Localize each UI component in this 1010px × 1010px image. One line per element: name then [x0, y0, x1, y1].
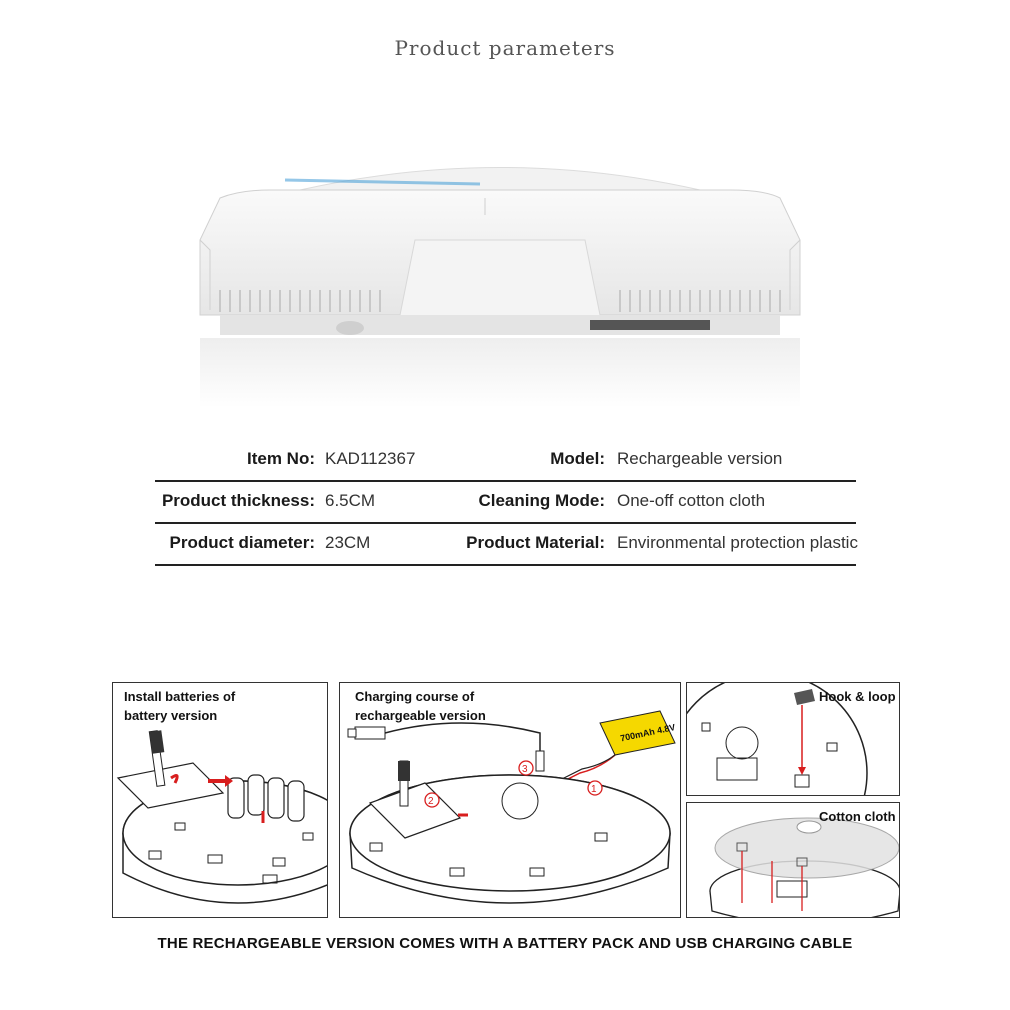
charging-caption-line2: rechargeable version	[355, 708, 486, 723]
install-batteries-illustration	[116, 730, 327, 904]
install-batteries-caption: Install batteries of battery version	[124, 687, 235, 725]
model-label: Model:	[550, 449, 605, 468]
spec-row: Product diameter: 23CM Product Material:…	[155, 523, 858, 565]
diameter-value: 23CM	[325, 533, 371, 552]
cleaning-mode-value: One-off cotton cloth	[617, 491, 766, 510]
step-1-marker: 1	[591, 784, 597, 795]
cotton-cloth-panel: Cotton cloth	[686, 802, 900, 918]
model-value: Rechargeable version	[617, 449, 783, 468]
robot-side-view-image	[199, 167, 801, 408]
material-value: Environmental protection plastic	[617, 533, 858, 552]
charging-caption: Charging course of rechargeable version	[355, 687, 486, 725]
install-batteries-panel: Install batteries of battery version	[112, 682, 328, 918]
spec-row: Product thickness: 6.5CM Cleaning Mode: …	[155, 481, 855, 523]
material-label: Product Material:	[466, 533, 605, 552]
thickness-value: 6.5CM	[325, 491, 376, 510]
cotton-cloth-illustration	[709, 817, 899, 917]
table-divider	[155, 522, 856, 524]
hook-loop-illustration	[687, 683, 868, 795]
hook-loop-caption: Hook & loop	[819, 689, 896, 704]
charging-illustration: 700mAh 4.8V 3 2 1	[347, 710, 676, 904]
hook-loop-panel: Hook & loop	[686, 682, 900, 796]
install-caption-line2: battery version	[124, 708, 218, 723]
step-2-marker: 2	[428, 796, 434, 807]
item-no-label: Item No:	[247, 449, 315, 468]
thickness-label: Product thickness:	[161, 491, 315, 510]
charging-panel: Charging course of rechargeable version …	[339, 682, 681, 918]
footer-note: THE RECHARGEABLE VERSION COMES WITH A BA…	[157, 935, 853, 952]
table-divider	[155, 564, 856, 566]
step-3-marker: 3	[522, 764, 528, 775]
cleaning-mode-label: Cleaning Mode:	[478, 491, 605, 510]
spec-row: Item No: KAD112367 Model: Rechargeable v…	[155, 439, 855, 481]
diameter-label: Product diameter:	[169, 533, 315, 552]
item-no-value: KAD112367	[325, 449, 416, 468]
cotton-cloth-caption: Cotton cloth	[819, 809, 896, 824]
install-caption-line1: Install batteries of	[124, 689, 236, 704]
table-divider	[155, 480, 856, 482]
page-title: Product parameters	[394, 36, 616, 60]
charging-caption-line1: Charging course of	[355, 689, 475, 704]
